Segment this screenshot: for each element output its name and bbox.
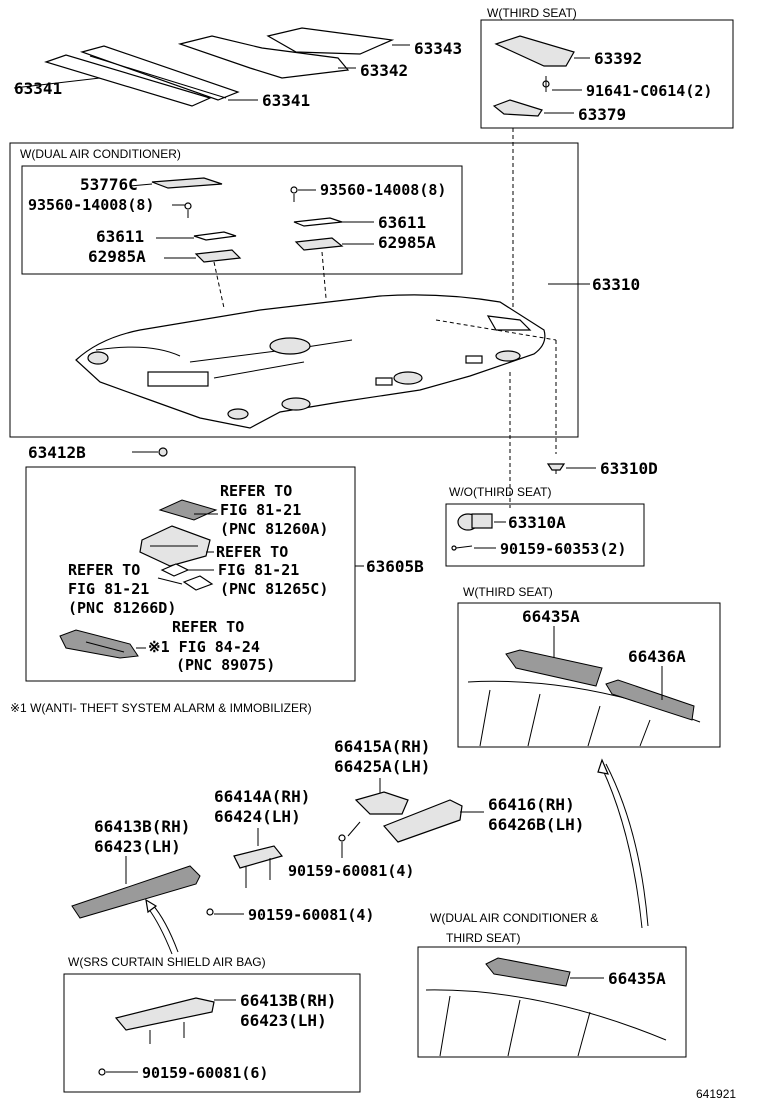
ref3-line-b: FIG 81-21 bbox=[68, 580, 149, 598]
label-53776c: 53776C bbox=[80, 175, 138, 194]
label-63611-right: 63611 bbox=[378, 213, 426, 232]
label-93560-left: 93560-14008(8) bbox=[28, 196, 154, 214]
label-66426b-lh: 66426B(LH) bbox=[488, 815, 584, 834]
third-seat-mid-group: W(THIRD SEAT) 66435A 66436A bbox=[457, 585, 721, 748]
label-66435a-bottom: 66435A bbox=[608, 969, 666, 988]
caption-third-seat-top: W(THIRD SEAT) bbox=[487, 6, 577, 20]
headliner-shape bbox=[75, 294, 546, 429]
top-strips-group: 63341 63341 63342 63343 bbox=[13, 27, 462, 110]
label-93560-right: 93560-14008(8) bbox=[320, 181, 446, 199]
label-63310a: 63310A bbox=[508, 513, 566, 532]
ref3-line-a: REFER TO bbox=[68, 561, 140, 579]
label-66424-lh: 66424(LH) bbox=[214, 807, 301, 826]
label-90159-60353: 90159-60353(2) bbox=[500, 540, 626, 558]
footnote-anti-theft: ※1 W(ANTI- THEFT SYSTEM ALARM & IMMOBILI… bbox=[10, 701, 312, 715]
label-91641-c0614: 91641-C0614(2) bbox=[586, 82, 712, 100]
label-63342: 63342 bbox=[360, 61, 408, 80]
label-63310d: 63310D bbox=[600, 459, 658, 478]
clip-63310d-group: 63310D bbox=[546, 459, 658, 478]
label-63392: 63392 bbox=[594, 49, 642, 68]
label-63412b: 63412B bbox=[28, 443, 86, 462]
caption-dual-third-b: THIRD SEAT) bbox=[446, 931, 520, 945]
dual-third-group: W(DUAL AIR CONDITIONER & THIRD SEAT) 664… bbox=[417, 911, 687, 1058]
caption-third-seat-mid: W(THIRD SEAT) bbox=[463, 585, 553, 599]
caption-srs: W(SRS CURTAIN SHIELD AIR BAG) bbox=[68, 955, 266, 969]
label-63310: 63310 bbox=[592, 275, 640, 294]
mat-upper-shape bbox=[266, 27, 395, 55]
label-63341-left: 63341 bbox=[14, 79, 62, 98]
ref1-line-c: (PNC 81260A) bbox=[220, 520, 328, 538]
label-srs-66413b-rh: 66413B(RH) bbox=[240, 991, 336, 1010]
mat-lower-shape bbox=[177, 35, 350, 79]
ref1-line-b: FIG 81-21 bbox=[220, 501, 301, 519]
third-seat-top-group: W(THIRD SEAT) 63392 91641-C0614(2) 63379 bbox=[480, 6, 734, 129]
label-66425a-lh: 66425A(LH) bbox=[334, 757, 430, 776]
caption-dual-third-a: W(DUAL AIR CONDITIONER & bbox=[430, 911, 598, 925]
figure-id: 641921 bbox=[696, 1087, 736, 1101]
rails-group: 66415A(RH) 66425A(LH) 66416(RH) 66426B(L… bbox=[71, 737, 584, 924]
ref3-line-c: (PNC 81266D) bbox=[68, 599, 176, 617]
caption-wo-third-seat: W/O(THIRD SEAT) bbox=[449, 485, 551, 499]
srs-group: W(SRS CURTAIN SHIELD AIR BAG) 66413B(RH)… bbox=[63, 955, 361, 1093]
label-62985a-right: 62985A bbox=[378, 233, 436, 252]
label-66435a-mid: 66435A bbox=[522, 607, 580, 626]
label-90159-60081-a: 90159-60081(4) bbox=[288, 862, 414, 880]
ref2-line-a: REFER TO bbox=[216, 543, 288, 561]
center-strip-shape bbox=[79, 45, 240, 101]
label-62985a-left: 62985A bbox=[88, 247, 146, 266]
label-66436a: 66436A bbox=[628, 647, 686, 666]
ref1-line-a: REFER TO bbox=[220, 482, 292, 500]
label-63611-left: 63611 bbox=[96, 227, 144, 246]
dual-air-group: W(DUAL AIR CONDITIONER) 53776C 93560-140… bbox=[9, 142, 640, 438]
ref2-line-b: FIG 81-21 bbox=[218, 561, 299, 579]
label-srs-66423-lh: 66423(LH) bbox=[240, 1011, 327, 1030]
label-66423-lh: 66423(LH) bbox=[94, 837, 181, 856]
ref4-line-a: REFER TO bbox=[172, 618, 244, 636]
caption-dual-air: W(DUAL AIR CONDITIONER) bbox=[20, 147, 181, 161]
label-66415a-rh: 66415A(RH) bbox=[334, 737, 430, 756]
left-strip-shape bbox=[44, 54, 212, 107]
label-90159-60081-b: 90159-60081(4) bbox=[248, 906, 374, 924]
label-63343: 63343 bbox=[414, 39, 462, 58]
ref4-line-b: ※1 FIG 84-24 bbox=[148, 638, 260, 656]
label-66416-rh: 66416(RH) bbox=[488, 795, 575, 814]
lamp-group: 63605B REFER TO FIG 81-21 (PNC 81260A) R… bbox=[25, 466, 424, 682]
clip-63412b-group: 63412B bbox=[28, 443, 168, 462]
label-66413b-rh: 66413B(RH) bbox=[94, 817, 190, 836]
wo-third-seat-group: W/O(THIRD SEAT) 63310A 90159-60353(2) bbox=[445, 485, 645, 567]
label-63379: 63379 bbox=[578, 105, 626, 124]
ref2-line-c: (PNC 81265C) bbox=[220, 580, 328, 598]
label-63605b: 63605B bbox=[366, 557, 424, 576]
label-63341-center: 63341 bbox=[262, 91, 310, 110]
label-66414a-rh: 66414A(RH) bbox=[214, 787, 310, 806]
label-srs-90159-60081: 90159-60081(6) bbox=[142, 1064, 268, 1082]
ref4-line-c: (PNC 89075) bbox=[176, 656, 275, 674]
